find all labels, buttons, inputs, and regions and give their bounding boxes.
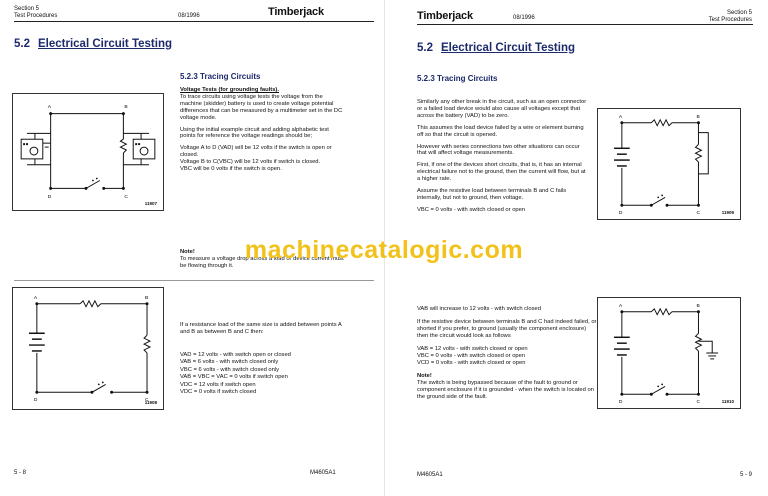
circuit-figure-short-load: A B C D 11909 <box>597 108 741 220</box>
point-d-label: D <box>34 397 38 403</box>
equation: VCD = 0 volts - with switch closed or op… <box>417 360 526 367</box>
header-date: 08/1996 <box>178 13 200 19</box>
figure-number: 11907 <box>144 201 157 206</box>
point-b-label: B <box>145 295 149 301</box>
watermark: machinecatalogic.com <box>244 236 524 264</box>
circuit-figure-voltmeters: A B C D 11907 <box>12 93 164 211</box>
paragraph: Assume the resistive load between termin… <box>417 188 567 201</box>
point-d-label: D <box>48 194 52 200</box>
equation: VAB = 6 volts - with switch closed only <box>180 359 279 366</box>
point-b-label: B <box>697 303 701 309</box>
right-text-block-1: Similarly any other break in the circuit… <box>417 99 587 214</box>
equation: VAB = 12 volts - with switch closed or o… <box>417 345 528 352</box>
right-text-block-2: VAB will increase to 12 volts - with swi… <box>417 306 597 400</box>
point-a-label: A <box>48 104 52 110</box>
reading-vbc-closed: Voltage B to C(VBC) will be 12 volts if … <box>180 159 321 166</box>
brand-logo: Timberjack <box>417 10 473 22</box>
figure-number: 11910 <box>721 399 734 404</box>
equation: VBC = 6 volts - with switch closed only <box>180 366 280 373</box>
point-b-label: B <box>697 114 701 120</box>
point-a-label: A <box>34 295 38 301</box>
point-c-label: C <box>145 397 149 403</box>
circuit-diagram: A B C D <box>20 104 156 200</box>
subheading: 5.2.3 Tracing Circuits <box>417 74 498 83</box>
section-label: Section 5 Test Procedures <box>14 6 57 20</box>
note-body: The switch is being bypassed because of … <box>417 379 594 400</box>
voltage-tests-title: Voltage Tests (for grounding faults). <box>180 87 279 93</box>
brand-logo: Timberjack <box>268 6 324 18</box>
circuit-figure-ground-fault: A B C D 11910 <box>597 297 741 409</box>
reading-vbc-open: VBC will be 0 volts if the switch is ope… <box>180 166 282 173</box>
paragraph: VAB will increase to 12 volts - with swi… <box>417 306 541 312</box>
paragraph: If the resistive device between terminal… <box>417 318 597 339</box>
paragraph: VBC = 0 volts - with switch closed or op… <box>417 206 526 213</box>
voltage-tests-body: To trace circuits using voltage tests th… <box>180 93 343 121</box>
point-d-label: D <box>619 210 623 216</box>
equation: VAD = 12 volts - with switch open or clo… <box>180 352 291 358</box>
equation: VDC = 0 volts if switch closed <box>180 389 257 396</box>
right-page: Timberjack 08/1996 Section 5 Test Proced… <box>384 0 768 496</box>
note-block: Note! To measure a voltage drop across a… <box>180 249 344 270</box>
voltage-tests-block: Voltage Tests (for grounding faults). To… <box>180 87 344 173</box>
subsection-text: Test Procedures <box>14 13 58 19</box>
section-divider <box>14 280 374 281</box>
paragraph: However with series connections two othe… <box>417 143 580 157</box>
subsection-text: Test Procedures <box>708 17 752 23</box>
figure-number: 11909 <box>721 210 734 215</box>
heading-number: 5.2 <box>14 38 30 50</box>
header-date: 08/1996 <box>513 15 535 21</box>
heading-text: Electrical Circuit Testing <box>38 38 172 50</box>
circuit-diagram: A B C D <box>614 114 709 216</box>
subheading: 5.2.3 Tracing Circuits <box>180 72 261 81</box>
reading-vad: Voltage A to D (VAD) will be 12 volts if… <box>180 145 332 159</box>
point-c-label: C <box>697 399 701 405</box>
equation: VAB = VBC = VAC = 0 volts if switch open <box>180 374 288 381</box>
document-code: M4605A1 <box>417 472 443 478</box>
heading-number: 5.2 <box>417 42 433 54</box>
page-heading: 5.2 Electrical Circuit Testing <box>14 38 172 50</box>
section-label: Section 5 Test Procedures <box>709 10 752 24</box>
note-body: To measure a voltage drop across a load … <box>180 255 344 269</box>
point-d-label: D <box>619 399 623 405</box>
left-equation-list: VAD = 12 volts - with switch open or clo… <box>180 352 350 396</box>
point-b-label: B <box>124 104 128 110</box>
point-c-label: C <box>124 194 128 200</box>
circuit-figure-two-loads: A B C D 11908 <box>12 287 164 410</box>
section-text: Section 5 <box>726 10 752 16</box>
paragraph: This assumes the load device failed by a… <box>417 124 584 138</box>
figure-number: 11908 <box>144 400 157 405</box>
load-intro: If a resistance load of the same size is… <box>180 322 342 335</box>
heading-text: Electrical Circuit Testing <box>441 42 575 54</box>
point-a-label: A <box>619 303 623 309</box>
circuit-diagram: A B C D <box>614 303 719 405</box>
equation: VBC = 0 volts - with switch closed or op… <box>417 353 526 360</box>
section-text: Section 5 <box>14 6 40 12</box>
point-c-label: C <box>697 210 701 216</box>
header-rule <box>417 24 753 25</box>
left-page: Section 5 Test Procedures 08/1996 Timber… <box>12 6 374 476</box>
page-number: 5 - 9 <box>739 472 752 478</box>
page-number: 5 - 8 <box>14 470 27 476</box>
example-intro: Using the initial example circuit and ad… <box>180 126 329 140</box>
right-equation-list: VAB = 12 volts - with switch closed or o… <box>417 346 597 368</box>
header-rule <box>14 21 374 22</box>
equation: VDC = 12 volts if switch open <box>180 381 256 388</box>
page-heading: 5.2 Electrical Circuit Testing <box>417 42 575 54</box>
note-title: Note! <box>180 249 195 255</box>
circuit-diagram: A B C D <box>28 295 152 403</box>
note-title: Note! <box>417 372 432 379</box>
document-code: M4605A1 <box>310 470 336 476</box>
paragraph: Similarly any other break in the circuit… <box>417 99 587 119</box>
point-a-label: A <box>619 114 623 120</box>
paragraph: First, if one of the devices short circu… <box>417 162 586 183</box>
